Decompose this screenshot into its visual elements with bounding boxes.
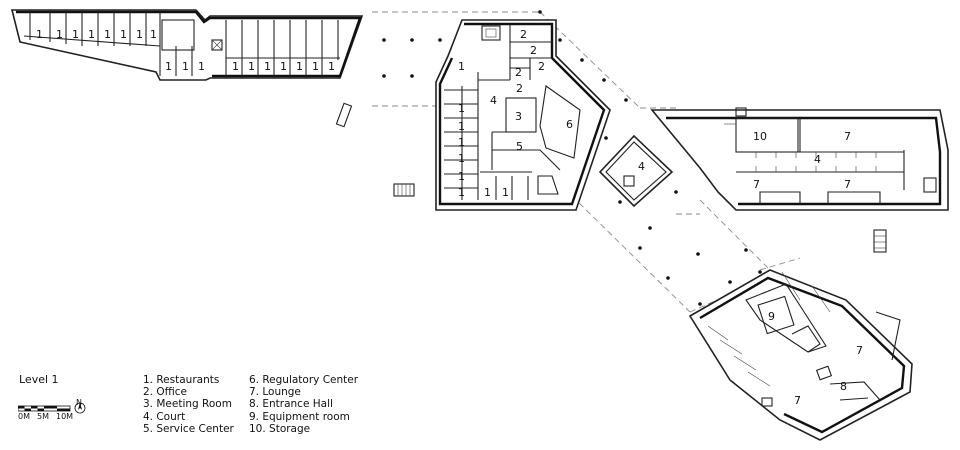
room-label: 2 (515, 66, 522, 79)
room-label: 1 (280, 60, 287, 73)
room-label: 1 (458, 152, 465, 165)
room-label: 1 (150, 28, 157, 41)
building-top-left (10, 9, 364, 81)
room-label: 1 (182, 60, 189, 73)
building-center (435, 19, 611, 211)
room-label: 2 (516, 82, 523, 95)
room-label: 2 (530, 44, 537, 57)
legend-item: 5. Service Center (143, 422, 234, 435)
room-label: 1 (88, 28, 95, 41)
building-bottom-right (688, 269, 913, 441)
room-label: 10 (753, 130, 767, 143)
room-label: 7 (844, 130, 851, 143)
room-label: 1 (36, 28, 43, 41)
room-labels: 1 1 1 1 1 1 1 1 1 1 1 1 1 1 1 1 1 1 2 2 … (36, 28, 863, 407)
room-label: 7 (844, 178, 851, 191)
scale-bar (18, 402, 86, 414)
room-label: 1 (198, 60, 205, 73)
room-label: 1 (56, 28, 63, 41)
room-label: 6 (566, 118, 573, 131)
room-label: 1 (104, 28, 111, 41)
legend-column-2: 6. Regulatory Center 7. Lounge 8. Entran… (249, 374, 358, 435)
level-title: Level 1 (19, 373, 59, 386)
room-label: 1 (458, 102, 465, 115)
room-label: 1 (136, 28, 143, 41)
room-label: 7 (856, 344, 863, 357)
room-label: 1 (165, 60, 172, 73)
room-label: 2 (538, 60, 545, 73)
room-label: 1 (120, 28, 127, 41)
room-label: 1 (458, 136, 465, 149)
north-label: N (76, 398, 82, 407)
room-label: 1 (458, 120, 465, 133)
room-label: 5 (516, 140, 523, 153)
building-right (650, 107, 949, 211)
room-label: 1 (296, 60, 303, 73)
room-label: 4 (638, 160, 645, 173)
pavilion-court (598, 134, 674, 208)
room-label: 4 (490, 94, 497, 107)
room-label: 1 (484, 186, 491, 199)
stair-elements (335, 102, 887, 407)
scale-label-0: 0M (18, 412, 30, 421)
scale-label-10: 10M (56, 412, 74, 421)
legend-item: 4. Court (143, 410, 186, 423)
room-label: 1 (458, 170, 465, 183)
room-label: 9 (768, 310, 775, 323)
legend-item: 2. Office (143, 386, 188, 399)
room-label: 2 (520, 28, 527, 41)
legend-item: 7. Lounge (249, 386, 301, 399)
legend-column-1: 1. Restaurants 2. Office 3. Meeting Room… (143, 374, 234, 435)
room-label: 3 (515, 110, 522, 123)
room-label: 1 (72, 28, 79, 41)
room-label: 1 (458, 186, 465, 199)
legend-item: 9. Equipment room (249, 410, 350, 423)
legend-item: 3. Meeting Room (143, 398, 232, 411)
legend-item: 8. Entrance Hall (249, 398, 333, 411)
legend-item: 6. Regulatory Center (249, 374, 359, 386)
room-label: 1 (502, 186, 509, 199)
legend-item: 1. Restaurants (143, 374, 220, 386)
room-label: 1 (232, 60, 239, 73)
room-label: 4 (814, 153, 821, 166)
room-label: 1 (264, 60, 271, 73)
room-label: 1 (458, 60, 465, 73)
scale-label-5: 5M (37, 412, 49, 421)
room-label: 7 (794, 394, 801, 407)
room-label: 8 (840, 380, 847, 393)
room-label: 1 (248, 60, 255, 73)
legend-item: 10. Storage (249, 422, 311, 435)
room-label: 7 (753, 178, 760, 191)
north-arrow-icon (74, 402, 86, 414)
room-label: 1 (328, 60, 335, 73)
room-label: 1 (312, 60, 319, 73)
